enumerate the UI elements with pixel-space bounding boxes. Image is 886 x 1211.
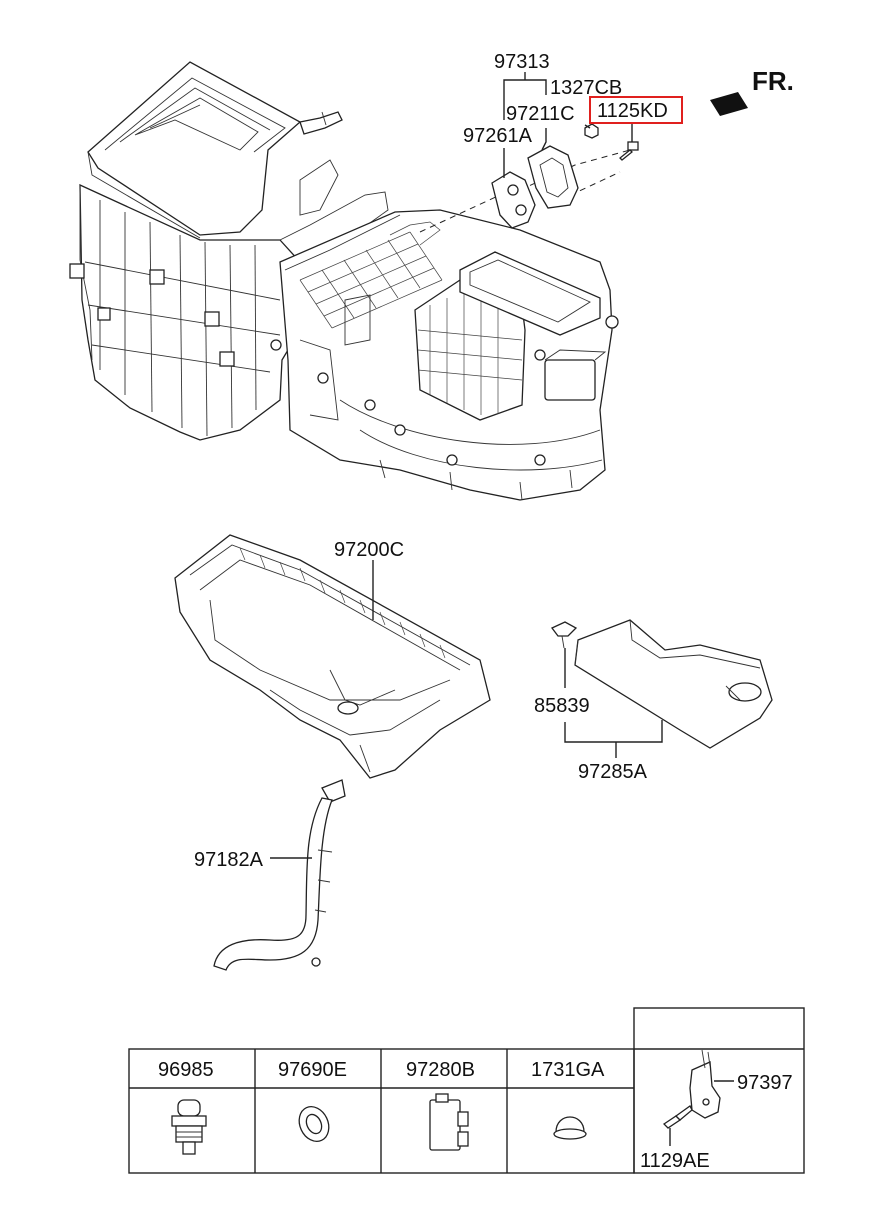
callout-97211c: 97211C	[506, 103, 575, 125]
table-label-97397: 97397	[737, 1072, 793, 1094]
callout-1125kd: 1125KD	[597, 100, 668, 122]
callout-leaders-top	[503, 72, 633, 178]
table-header-1731ga: 1731GA	[531, 1059, 605, 1081]
assembly-dash-line-2	[519, 149, 631, 191]
plug-96985-icon	[171, 1099, 207, 1155]
table-label-1129ae: 1129AE	[640, 1150, 710, 1172]
callout-97313: 97313	[494, 51, 550, 73]
duct-97200c	[174, 534, 491, 779]
highlight-box-1125kd	[589, 96, 683, 124]
hose-97182a	[213, 779, 346, 971]
ring-97690e-icon	[298, 1105, 330, 1143]
clip-85839	[550, 621, 578, 649]
parts-table	[128, 1007, 805, 1174]
cover-97285a	[574, 619, 773, 749]
leader-97285a	[564, 720, 663, 758]
table-header-97280b: 97280B	[406, 1059, 475, 1081]
table-header-97690e: 97690E	[278, 1059, 347, 1081]
bolt-1125kd	[619, 141, 639, 161]
front-direction-arrow-icon	[710, 92, 748, 116]
cap-1731ga-icon	[553, 1116, 587, 1140]
callout-85839: 85839	[534, 695, 590, 717]
callout-1327cb: 1327CB	[550, 77, 622, 99]
seal-97261a	[491, 171, 536, 229]
heater-blower-unit-assembly	[69, 61, 619, 501]
callout-97285a: 97285A	[578, 761, 648, 783]
connector-97280b-icon	[429, 1093, 469, 1151]
callout-97182a: 97182A	[194, 849, 264, 871]
callout-97261a: 97261A	[463, 125, 533, 147]
front-direction-label: FR.	[752, 66, 794, 96]
callout-97200c: 97200C	[334, 539, 404, 561]
bracket-97397-icon	[662, 1049, 734, 1146]
gasket-97211c	[527, 145, 579, 209]
table-header-96985: 96985	[158, 1059, 214, 1081]
assembly-dash-line-1	[419, 194, 501, 233]
